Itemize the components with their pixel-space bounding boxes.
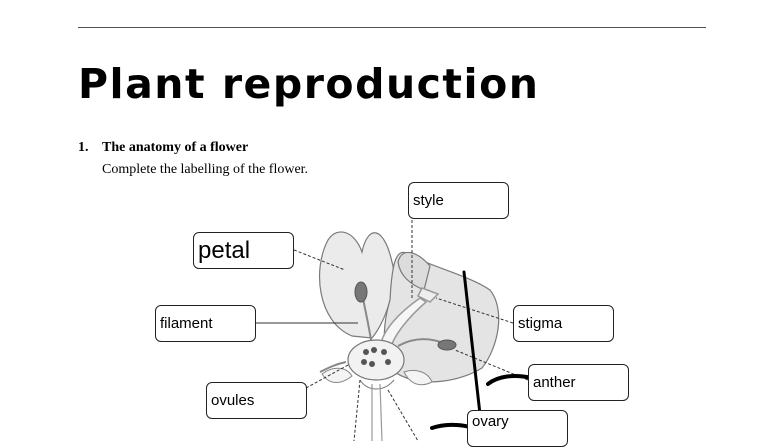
pen-marks [430,270,595,434]
label-ovary-text: ovary [472,413,509,430]
question-instruction: Complete the labelling of the flower. [102,162,309,177]
label-filament-text: filament [160,315,213,332]
label-petal-text: petal [198,236,251,264]
label-petal[interactable]: petal [193,232,294,269]
label-filament[interactable]: filament [155,305,256,342]
label-stigma-text: stigma [518,315,563,332]
label-stigma[interactable]: stigma [513,305,614,342]
ovules [361,347,391,367]
style-and-stigma [379,287,440,351]
leader-lines [256,220,529,441]
ovary [347,339,405,390]
flower-petals [318,231,500,383]
label-ovules-text: ovules [211,392,255,409]
question-number: 1. [78,140,89,155]
label-ovary[interactable]: ovary [467,410,568,447]
flower-stalk [371,383,383,441]
header-rule [78,27,706,28]
label-style-text: style [413,192,444,209]
anthers [354,281,457,351]
flower-sepals [321,367,433,386]
page-title: Plant reproduction [78,60,540,108]
question-heading: The anatomy of a flower [102,140,249,155]
label-ovules[interactable]: ovules [206,382,307,419]
label-anther[interactable]: anther [528,364,629,401]
label-anther-text: anther [533,374,576,391]
label-style[interactable]: style [408,182,509,219]
